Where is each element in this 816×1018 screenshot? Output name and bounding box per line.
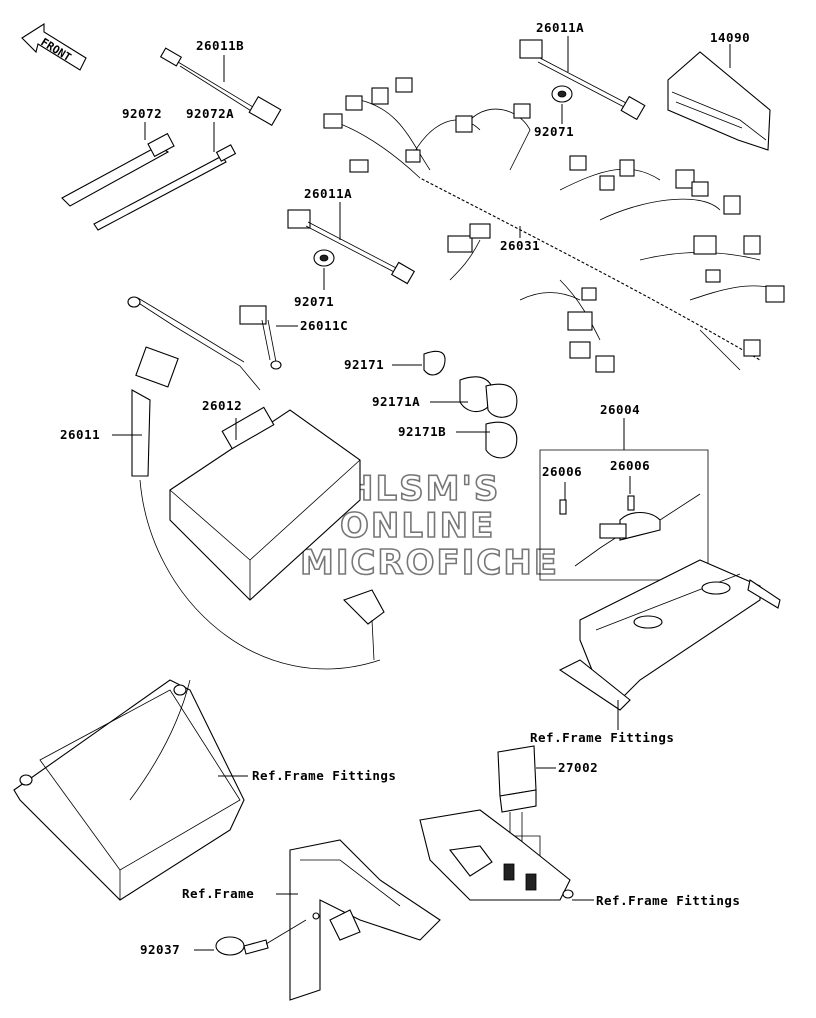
label-26004: 26004 [600, 402, 640, 417]
frame-fittings-bracket-right [558, 559, 781, 730]
part-26012-battery [139, 406, 385, 670]
label-92072A: 92072A [186, 106, 234, 121]
watermark-line-1: HLSM'S [345, 469, 500, 509]
label-92171: 92171 [344, 357, 384, 372]
label-ref-frame: Ref.Frame [182, 886, 254, 901]
label-26011A-top: 26011A [536, 20, 584, 35]
part-92171-clamp [392, 350, 446, 376]
part-92037-clamp [194, 919, 307, 956]
part-92072-band [61, 122, 175, 207]
part-92072A-band [93, 122, 237, 231]
watermark-line-3: MICROFICHE [300, 543, 559, 583]
part-26011A-mid-lead [287, 202, 416, 285]
label-92171A: 92171A [372, 394, 420, 409]
label-26011C: 26011C [300, 318, 348, 333]
label-92171B: 92171B [398, 424, 446, 439]
label-26011: 26011 [60, 427, 100, 442]
label-26011B: 26011B [196, 38, 244, 53]
label-ref-frame-fittings-3: Ref.Frame Fittings [596, 893, 740, 908]
label-92071-top: 92071 [534, 124, 574, 139]
front-arrow-icon: FRONT [21, 22, 87, 71]
watermark-line-2: ONLINE [340, 506, 495, 546]
label-ref-frame-fittings-2: Ref.Frame Fittings [252, 768, 396, 783]
label-92072: 92072 [122, 106, 162, 121]
label-92071-mid: 92071 [294, 294, 334, 309]
battery-tray [13, 679, 248, 901]
part-26004-fuse-group [539, 418, 709, 581]
part-92071-grommet-top [551, 85, 573, 124]
part-92171A-clamp [430, 376, 518, 418]
part-26011-battery-lead [112, 346, 179, 477]
label-92037: 92037 [140, 942, 180, 957]
label-27002: 27002 [558, 760, 598, 775]
part-26011B-lead [159, 47, 282, 127]
label-26012: 26012 [202, 398, 242, 413]
label-26011A-mid: 26011A [304, 186, 352, 201]
label-26006-left: 26006 [542, 464, 582, 479]
part-26011A-top-lead [519, 36, 646, 121]
part-26011C-lead [127, 296, 298, 391]
label-14090: 14090 [710, 30, 750, 45]
part-92071-grommet-mid [313, 249, 335, 290]
label-ref-frame-fittings-1: Ref.Frame Fittings [530, 730, 674, 745]
frame-section [276, 839, 441, 1001]
label-26031: 26031 [500, 238, 540, 253]
label-26006-right: 26006 [610, 458, 650, 473]
part-92171B-clamp [456, 421, 518, 459]
watermark: HLSM'S ONLINE MICROFICHE [299, 468, 559, 584]
part-14090-cover [667, 44, 771, 151]
part-26031-main-harness [323, 77, 785, 373]
relay-bracket [419, 809, 594, 901]
